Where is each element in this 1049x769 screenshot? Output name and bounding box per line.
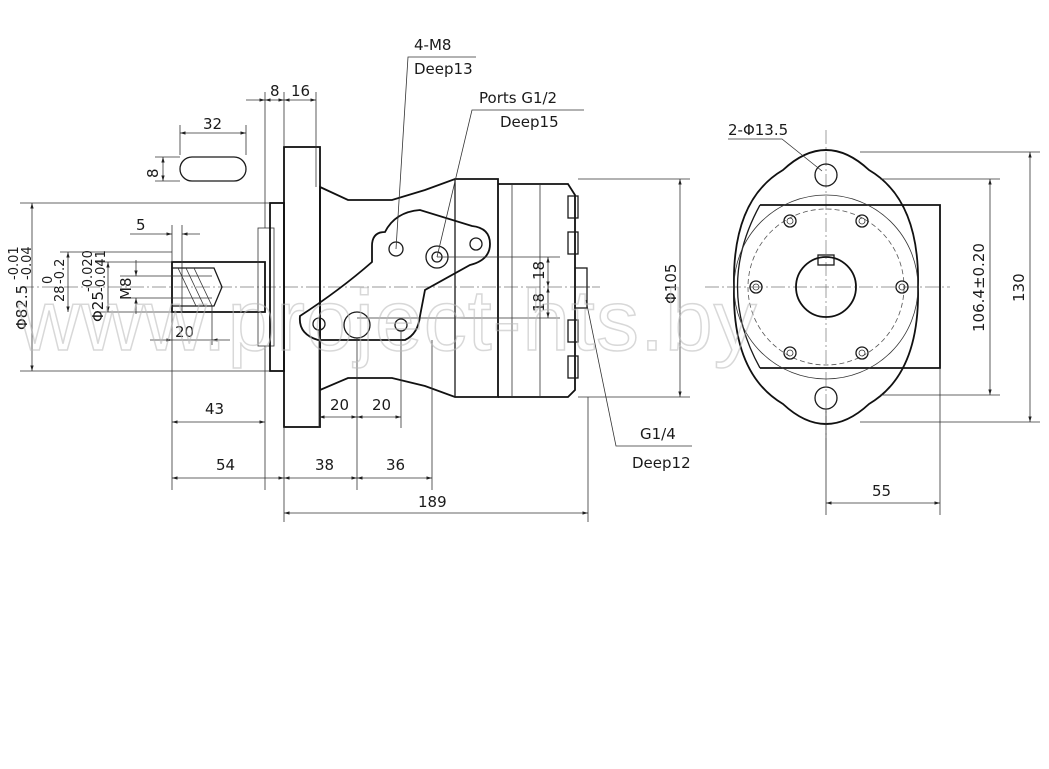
dim-flange-height: 130 [1010,273,1028,302]
dim-flange-thickness: 8 [270,82,280,100]
front-dimension-labels: 2-Φ13.5 106.4±0.20 130 55 [728,121,1028,500]
dim-shaft-tol-lower: -0.041 [94,250,109,292]
drain-port-label: G1/4 [640,425,676,443]
dim-key-length: 32 [203,115,222,133]
motor-housing [319,178,590,398]
shaft-keyway [817,254,835,266]
front-view: 2-Φ13.5 106.4±0.20 130 55 [705,121,1040,515]
dim-key-height-tol-upper: 0 [41,276,56,284]
dim-shaft-end-offset: 5 [136,216,146,234]
ports-depth: Deep15 [500,113,559,131]
drain-port-depth: Deep12 [632,454,691,472]
side-view: 4-M8 Deep13 Ports G1/2 Deep15 G1/4 Deep1… [7,36,692,522]
dim-hole-spacing: 106.4±0.20 [970,243,988,332]
side-dimension-lines [20,56,692,522]
mount-hole-top [814,163,838,187]
mount-holes-label: 2-Φ13.5 [728,121,788,139]
dim-thread: M8 [117,278,135,301]
dim-key-width: 8 [144,168,162,178]
dim-port-spacing-1: 20 [330,396,349,414]
dim-port-spacing-2: 20 [372,396,391,414]
dim-port-offset-lower: 18 [530,293,548,312]
dim-thread-depth: 20 [175,323,194,341]
watermark: www.project-hts.by [17,273,758,369]
tapped-holes-depth: Deep13 [414,60,473,78]
dim-port-to-rear: 36 [386,456,405,474]
dim-shaft-tol-upper: -0.020 [81,250,96,292]
dim-center-to-side: 55 [872,482,891,500]
output-shaft [171,227,275,347]
dim-flange-to-port: 38 [315,456,334,474]
dim-key-height: 28 [53,285,68,302]
dim-pilot-diameter: Φ82.5 [13,285,31,330]
dim-shaft-length: 54 [216,456,235,474]
dim-shaft-diameter: Φ25 [89,291,107,322]
side-dimension-labels: 4-M8 Deep13 Ports G1/2 Deep15 G1/4 Deep1… [7,36,691,511]
dim-body-diameter: Φ105 [662,264,680,304]
dim-shaft-to-flange: 43 [205,400,224,418]
shaft-end [795,256,857,318]
rear-body [760,204,941,369]
dim-pilot-tol-lower: -0.04 [20,246,35,280]
ports-label: Ports G1/2 [479,89,557,107]
dim-key-height-tol-lower: -0.2 [53,259,68,284]
shaft-key [179,156,247,182]
tapped-holes-label: 4-M8 [414,36,451,54]
dim-overall-length: 189 [418,493,447,511]
front-dimension-lines [728,138,1040,515]
screws [749,214,909,360]
dim-pilot-tol-upper: -0.01 [7,246,22,280]
dim-port-offset-upper: 18 [530,261,548,280]
dim-flange-to-body: 16 [291,82,310,100]
